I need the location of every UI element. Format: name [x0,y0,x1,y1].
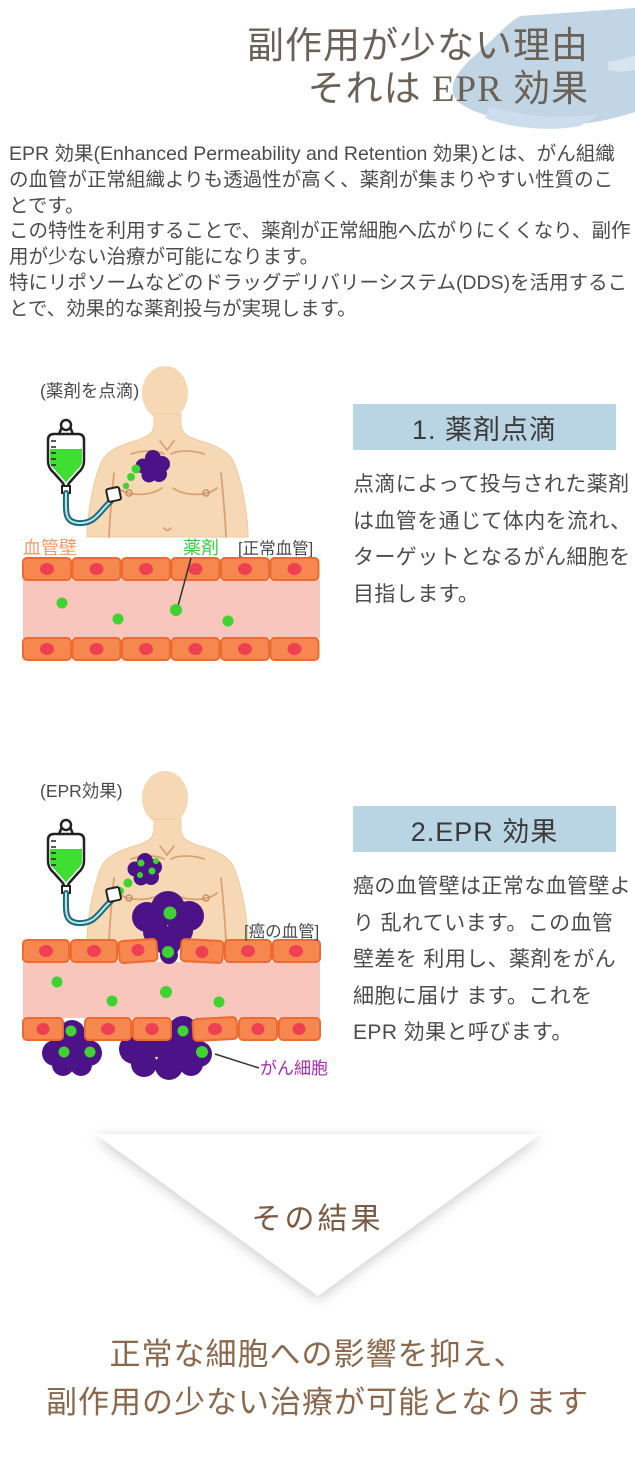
section-1-body: 点滴によって投与された薬剤は血管を通じて体内を流れ、ターゲットとなるがん細胞を目… [353,473,632,606]
result-statement: 正常な細胞への影響を抑え、 副作用の少ない治療が可能となります [0,1331,635,1427]
cell-nuclei-top [39,944,303,958]
page-title: 副作用が少ない理由 それは EPR 効果 [247,25,589,111]
cancer-cell-pointer-line [214,1053,260,1069]
result-statement-line2: 副作用の少ない治療が可能となります [45,1385,590,1420]
brush-stroke-decoration [452,8,635,129]
drug-label: 薬剤 [183,538,219,558]
drug-dots-in-tumor [137,858,159,878]
section-2-heading-box: 2.EPR 効果 [353,806,616,852]
chevron-down-shape [95,1134,541,1296]
cell-nuclei-bottom [40,643,302,655]
section-1-heading: 1. 薬剤点滴 [411,414,558,445]
vessel-type-label: [癌の血管] [244,922,319,941]
vessel-type-label: [正常血管] [238,539,313,558]
section-2-body: 癌の血管壁は正常な血管壁より 乱れています。この血管壁差を 利用し、薬剤をがん細… [353,875,632,1044]
cancer-tumor-bottom-left [42,1020,102,1076]
page-title-line2: それは EPR 効果 [307,69,589,110]
result-statement-line1: 正常な細胞への影響を抑え、 [109,1337,526,1372]
drug-dots-lumen [51,906,225,1058]
section-2: 2.EPR 効果 癌の血管壁は正常な血管壁より 乱れています。この血管壁差を 利… [353,806,633,1052]
vessel-wall-label: 血管壁 [23,538,77,558]
normal-blood-vessel-diagram: 血管壁 薬剤 [正常血管] [22,538,320,661]
illustration-2-caption: (EPR効果) [40,781,123,801]
vessel-wall-bottom [22,637,320,661]
cancer-cell-label: がん細胞 [260,1059,328,1078]
page-title-line1: 副作用が少ない理由 [247,26,589,67]
cancer-blood-vessel-diagram: [癌の血管] がん細胞 [22,891,328,1080]
tumor-icon [135,450,170,483]
vessel-wall-top [22,557,320,581]
section-1-heading-box: 1. 薬剤点滴 [353,404,616,450]
drug-pointer-line [177,557,192,607]
illustration-1-caption: (薬剤を点滴) [40,381,139,401]
epr-effect-illustration: (EPR効果) [22,771,328,1080]
iv-drip-icon [46,418,122,527]
intro-paragraph: EPR 効果(Enhanced Permeability and Retenti… [9,143,631,320]
human-torso-figure [86,771,249,943]
section-2-heading: 2.EPR 効果 [410,816,559,847]
section-1: 1. 薬剤点滴 点滴によって投与された薬剤は血管を通じて体内を流れ、ターゲットと… [353,404,633,613]
result-arrow-label: その結果 [251,1203,384,1236]
cell-nuclei-bottom [36,1023,306,1035]
cell-nuclei-top [40,563,302,575]
drug-dot-trail [122,464,141,490]
drug-infusion-illustration: (薬剤を点滴) [22,366,320,661]
tumor-icon [127,853,162,886]
drug-dots-lumen [56,597,234,627]
iv-drip-icon [46,818,122,927]
vessel-wall-bottom [22,1016,321,1042]
